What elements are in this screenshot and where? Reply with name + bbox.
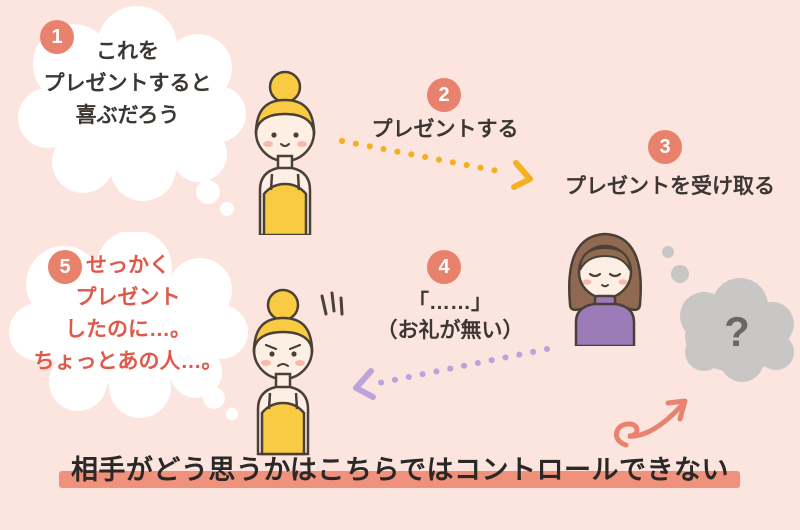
question-mark: ? (724, 308, 750, 355)
giver-character-happy (254, 70, 316, 235)
step-5-line: ちょっとあの人…。 (33, 350, 223, 373)
thought-bubble-1-cloud (18, 6, 246, 216)
step-5-line: プレゼント (75, 286, 181, 309)
step-5-badge: 5 (48, 250, 82, 284)
thought-bubble-5-cloud (9, 232, 248, 420)
question-cloud (662, 246, 794, 382)
step-3-label: プレゼントを受け取る (565, 175, 775, 198)
step-3-badge: 3 (648, 130, 682, 164)
step-1-line: これを (96, 40, 159, 63)
step-2-label: プレゼントする (371, 118, 519, 141)
step-4-quote: 「……」 (408, 291, 492, 314)
giver-character-upset (252, 288, 344, 456)
step-1-text: これを プレゼントすると 喜ぶだろう (25, 36, 230, 132)
step-4-note: （お礼が無い） (376, 319, 524, 342)
step-2-badge: 2 (427, 78, 461, 112)
recipient-character (568, 232, 642, 346)
gift-arrow (339, 138, 533, 190)
step-1-line: プレゼントすると (43, 72, 212, 95)
bottom-message: 相手がどう思うかはこちらではコントロールできない (70, 455, 730, 485)
step-5-line: せっかく (86, 254, 170, 277)
step-4-badge: 4 (427, 250, 461, 284)
step-1-line: 喜ぶだろう (75, 104, 180, 127)
silence-arrow (353, 346, 550, 400)
step-5-text: せっかく プレゼント したのに…。 ちょっとあの人…。 (22, 250, 234, 378)
step-5-line: したのに…。 (65, 318, 191, 341)
step-1-badge: 1 (40, 20, 74, 54)
reaction-swoosh-arrow (614, 398, 688, 448)
highlight-underline (59, 471, 740, 488)
